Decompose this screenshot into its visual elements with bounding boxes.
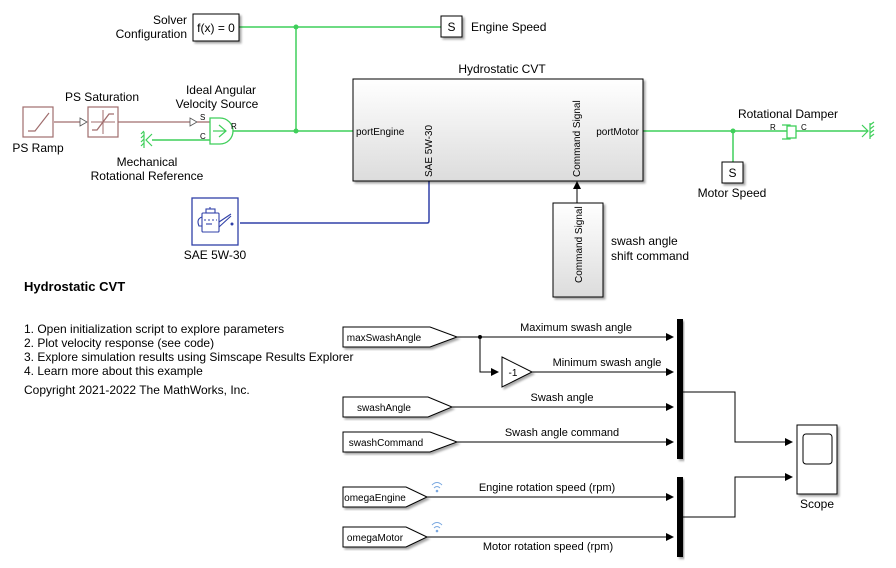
right-mechanical-reference[interactable] <box>861 121 875 139</box>
signal-label-swash-angle: Swash angle <box>531 392 594 404</box>
solver-content: f(x) = 0 <box>197 21 235 35</box>
from-tag-maxswashangle: maxSwashAngle <box>347 333 422 344</box>
cvt-port-fluid-label: SAE 5W-30 <box>424 125 435 177</box>
from-block-omegamotor[interactable] <box>342 526 429 548</box>
command-note-line2: shift command <box>611 249 689 263</box>
from-tag-omegaengine: omegaEngine <box>344 493 406 504</box>
velocity-source-label-line2: Velocity Source <box>176 97 259 111</box>
damper-port-r-label: R <box>770 123 776 132</box>
signal-label-max-swash: Maximum swash angle <box>520 322 632 334</box>
signal-logging-icon[interactable] <box>431 522 443 533</box>
solver-label-line1: Solver <box>153 13 187 27</box>
junction-dot <box>730 128 736 134</box>
ps-ramp-block[interactable] <box>22 106 54 138</box>
mux-block-speed[interactable] <box>677 477 683 557</box>
signal-label-motor-speed: Motor rotation speed (rpm) <box>483 541 613 553</box>
from-tag-swashangle: swashAngle <box>357 403 411 414</box>
from-block-swashangle[interactable] <box>342 396 454 418</box>
signal-logging-icon[interactable] <box>431 482 443 493</box>
ps-saturation-block[interactable] <box>87 106 119 138</box>
engine-speed-sensor-block[interactable]: S <box>440 15 463 38</box>
from-tag-omegamotor: omegaMotor <box>347 533 404 544</box>
hydrostatic-cvt-subsystem[interactable] <box>352 78 644 182</box>
scope-block[interactable] <box>796 424 838 495</box>
command-signal-content: Command Signal <box>574 206 585 283</box>
mechanical-connections <box>152 26 868 162</box>
rotational-damper-block[interactable] <box>782 124 797 140</box>
annotation-item-1[interactable]: 1. Open initialization script to explore… <box>24 322 285 336</box>
signal-label-engine-speed: Engine rotation speed (rpm) <box>479 482 615 494</box>
oil-drop-icon <box>230 222 234 226</box>
signal-mux2-scope[interactable] <box>682 473 793 518</box>
velocity-source-label-line1: Ideal Angular <box>186 83 256 97</box>
gain-content: -1 <box>509 368 518 379</box>
signal-label-min-swash: Minimum swash angle <box>553 357 662 369</box>
ps-ramp-label: PS Ramp <box>12 141 64 155</box>
port-s-label: S <box>200 113 205 122</box>
command-note-line1: swash angle <box>611 234 678 248</box>
sae-fluid-block[interactable] <box>191 197 239 246</box>
damper-label: Rotational Damper <box>738 107 838 121</box>
oil-can-icon <box>197 207 232 233</box>
annotation-item-4[interactable]: 4. Learn more about this example <box>24 364 203 378</box>
engine-speed-label: Engine Speed <box>471 20 546 34</box>
signal-mux1-scope[interactable] <box>682 391 793 446</box>
from-block-maxswashangle[interactable] <box>342 326 459 348</box>
junction-dot <box>293 24 299 30</box>
from-tag-swashcommand: swashCommand <box>349 438 423 449</box>
junction-dot <box>293 128 299 134</box>
signal-to-gain[interactable] <box>479 337 499 376</box>
motor-sensor-content: S <box>728 166 736 180</box>
ps-input-arrow <box>79 117 88 127</box>
ps-input-arrow <box>189 117 198 127</box>
sae-fluid-label: SAE 5W-30 <box>184 248 247 262</box>
motor-speed-label: Motor Speed <box>698 186 767 200</box>
mux-block-swash[interactable] <box>677 319 683 459</box>
gain-block[interactable]: -1 <box>501 356 534 388</box>
mech-ref-label-line2: Rotational Reference <box>91 169 204 183</box>
mechanical-rotational-reference-block[interactable] <box>140 130 153 148</box>
line-fluid-to-cvt[interactable] <box>240 181 430 224</box>
scope-label: Scope <box>800 497 834 511</box>
damper-port-c-label: C <box>801 123 807 132</box>
solver-configuration-block[interactable]: f(x) = 0 <box>192 13 240 42</box>
junction-dot <box>478 335 482 339</box>
solver-label-line2: Configuration <box>116 27 187 41</box>
cvt-port-engine-label: portEngine <box>356 127 405 138</box>
velocity-source-icon <box>213 124 227 138</box>
annotation-item-2[interactable]: 2. Plot velocity response (see code) <box>24 336 215 350</box>
signal-label-swash-command: Swash angle command <box>505 427 619 439</box>
ideal-angular-velocity-source-block[interactable] <box>209 117 234 145</box>
signal-lines <box>427 333 793 541</box>
scope-screen-icon <box>802 433 833 465</box>
annotation-item-3[interactable]: 3. Explore simulation results using Sims… <box>24 350 354 364</box>
mech-ref-label-line1: Mechanical <box>117 155 178 169</box>
cvt-port-command-label: Command Signal <box>572 100 583 177</box>
ramp-icon <box>28 112 50 132</box>
copyright-text: Copyright 2021-2022 The MathWorks, Inc. <box>24 383 250 397</box>
ps-saturation-label: PS Saturation <box>65 90 139 104</box>
motor-speed-sensor-block[interactable]: S <box>721 161 744 184</box>
from-block-swashcommand[interactable] <box>342 431 459 453</box>
from-block-omegaengine[interactable] <box>342 486 429 508</box>
annotation-title: Hydrostatic CVT <box>24 279 126 294</box>
command-arrow <box>573 181 581 189</box>
engine-sensor-content: S <box>447 20 455 34</box>
command-signal-block[interactable] <box>552 202 604 298</box>
cvt-title: Hydrostatic CVT <box>458 62 546 76</box>
port-c-label: C <box>200 132 206 141</box>
saturation-icon <box>91 110 115 134</box>
cvt-port-motor-label: portMotor <box>596 127 639 138</box>
port-r-label: R <box>231 122 237 131</box>
